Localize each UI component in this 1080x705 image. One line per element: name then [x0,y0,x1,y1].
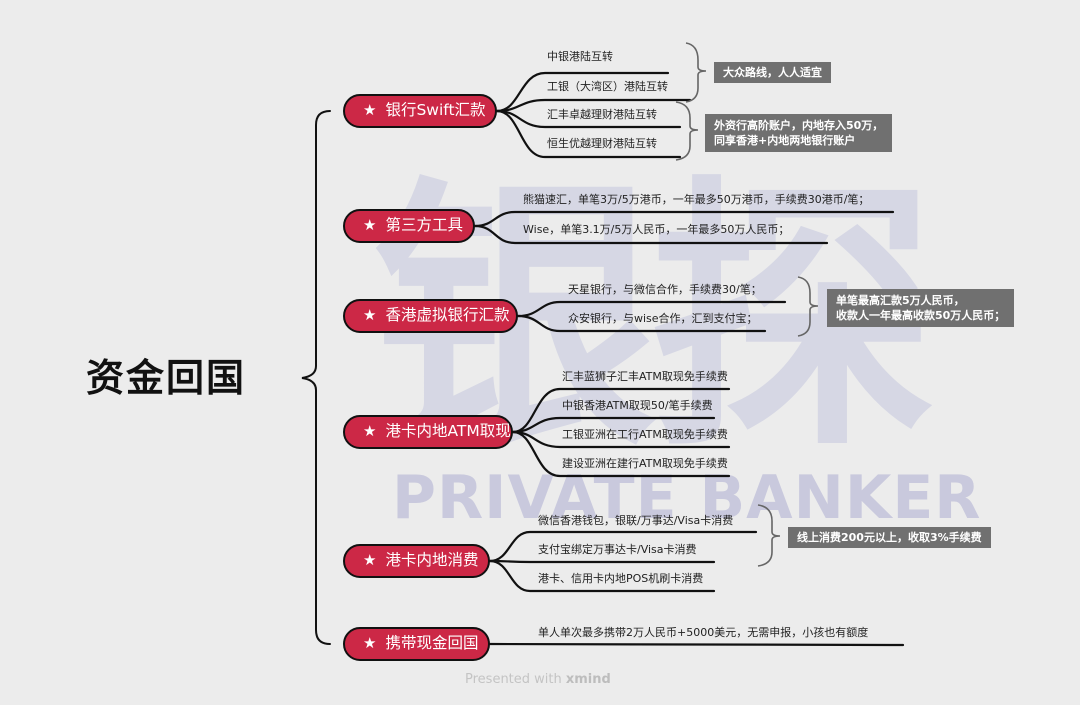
branch-node-virtual-bank[interactable]: ★ 香港虚拟银行汇款 [343,299,518,333]
root-topic[interactable]: 资金回国 [86,356,247,400]
leaf-topic[interactable]: 单人单次最多携带2万人民币+5000美元，无需申报，小孩也有额度 [538,626,869,639]
branch-node-third-party[interactable]: ★ 第三方工具 [343,209,475,243]
branch-label: 港卡内地消费 [385,551,479,569]
leaf-topic[interactable]: 熊猫速汇，单笔3万/5万港币，一年最多50万港币，手续费30港币/笔； [523,193,870,206]
leaf-topic[interactable]: 支付宝绑定万事达卡/Visa卡消费 [538,543,697,556]
summary-note[interactable]: 单笔最高汇款5万人民币， 收款人一年最高收款50万人民币； [827,289,1015,327]
leaf-topic[interactable]: 汇丰卓越理财港陆互转 [547,108,657,121]
leaf-topic[interactable]: 众安银行，与wise合作，汇到支付宝； [568,312,758,325]
branch-label: 香港虚拟银行汇款 [385,306,510,324]
leaf-topic[interactable]: 港卡、信用卡内地POS机刷卡消费 [538,572,704,585]
footer-credit: Presented with xmind [465,672,611,687]
star-icon: ★ [363,216,377,234]
leaf-topic[interactable]: 汇丰蓝狮子汇丰ATM取现免手续费 [562,370,728,383]
footer-prefix: Presented with [465,672,566,687]
leaf-topic[interactable]: Wise，单笔3.1万/5万人民币，一年最多50万人民币； [523,223,790,236]
leaf-topic[interactable]: 中银香港ATM取现50/笔手续费 [562,399,713,412]
star-icon: ★ [363,422,377,440]
summary-note[interactable]: 外资行高阶账户，内地存入50万， 同享香港+内地两地银行账户 [705,114,893,152]
branch-node-atm-withdrawal[interactable]: ★ 港卡内地ATM取现 [343,415,513,449]
leaf-topic[interactable]: 微信香港钱包，银联/万事达/Visa卡消费 [538,514,734,527]
xmind-brand: xmind [565,672,611,687]
leaf-topic[interactable]: 天星银行，与微信合作，手续费30/笔； [568,283,762,296]
leaf-topic[interactable]: 工银亚洲在工行ATM取现免手续费 [562,428,728,441]
branch-node-card-spending[interactable]: ★ 港卡内地消费 [343,544,490,578]
branch-label: 港卡内地ATM取现 [385,422,511,440]
leaf-topic[interactable]: 恒生优越理财港陆互转 [547,137,657,150]
star-icon: ★ [363,551,377,569]
branch-node-bank-swift[interactable]: ★ 银行Swift汇款 [343,94,497,128]
leaf-topic[interactable]: 中银港陆互转 [547,50,613,63]
branch-label: 携带现金回国 [385,634,479,652]
branch-node-carry-cash[interactable]: ★ 携带现金回国 [343,627,490,661]
star-icon: ★ [363,101,377,119]
star-icon: ★ [363,634,377,652]
branch-label: 银行Swift汇款 [385,101,486,119]
star-icon: ★ [363,306,377,324]
branch-label: 第三方工具 [385,216,463,234]
leaf-topic[interactable]: 工银（大湾区）港陆互转 [547,80,668,93]
summary-note[interactable]: 线上消费200元以上，收取3%手续费 [788,527,991,548]
leaf-topic[interactable]: 建设亚洲在建行ATM取现免手续费 [562,457,728,470]
summary-note[interactable]: 大众路线，人人适宜 [714,62,831,83]
